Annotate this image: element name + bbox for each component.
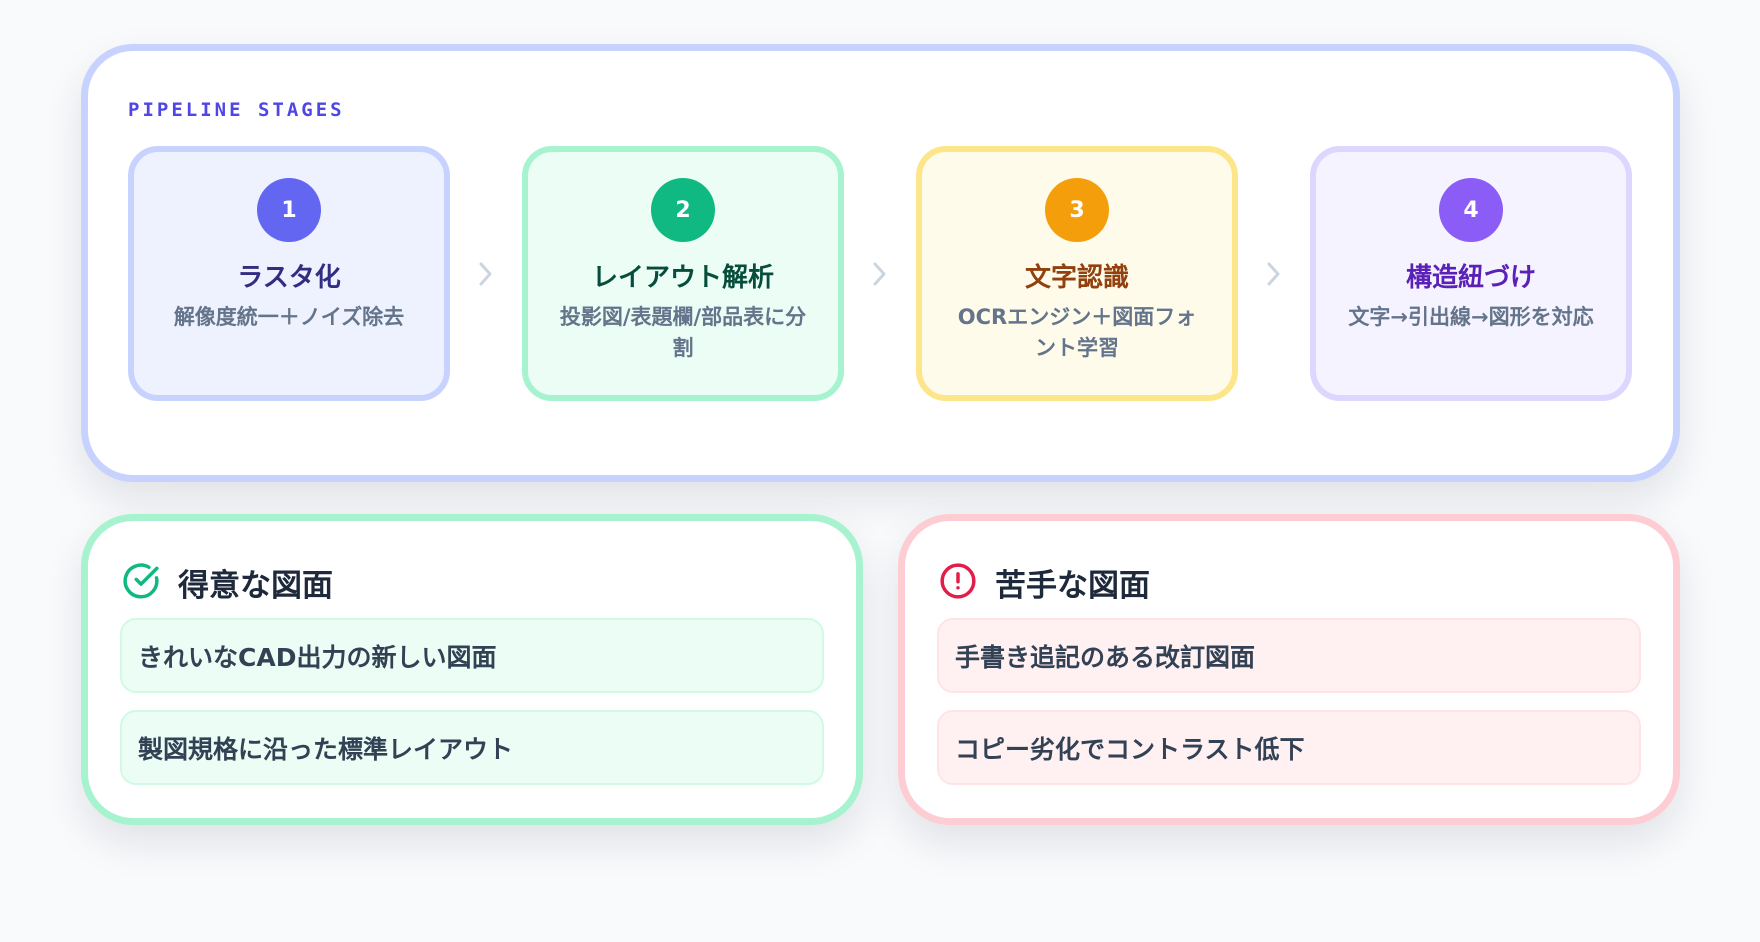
chevron-right-icon bbox=[1238, 146, 1310, 401]
weaknesses-list: 手書き追記のある改訂図面 コピー劣化でコントラスト低下 bbox=[937, 618, 1641, 802]
stage-title: 文字認識 bbox=[1024, 263, 1129, 293]
chevron-right-icon bbox=[844, 146, 916, 401]
strengths-header: 得意な図面 bbox=[122, 560, 333, 605]
pipeline-label: PIPELINE STAGES bbox=[128, 99, 345, 121]
circle-alert-icon bbox=[939, 562, 977, 604]
stage-number-badge: 4 bbox=[1439, 178, 1503, 242]
stage-card-2: 2 レイアウト解析 投影図/表題欄/部品表に分割 bbox=[522, 146, 844, 401]
weaknesses-title: 苦手な図面 bbox=[995, 568, 1150, 604]
stage-title: レイアウト解析 bbox=[591, 263, 774, 293]
pipeline-stages: 1 ラスタ化 解像度統一＋ノイズ除去 2 レイアウト解析 投影図/表題欄/部品表… bbox=[128, 146, 1633, 401]
stage-description: OCRエンジン＋図面フォント学習 bbox=[957, 305, 1197, 360]
weaknesses-panel: 苦手な図面 手書き追記のある改訂図面 コピー劣化でコントラスト低下 bbox=[898, 514, 1680, 825]
stage-title: ラスタ化 bbox=[237, 263, 341, 293]
stage-number-badge: 1 bbox=[257, 178, 321, 242]
stage-description: 投影図/表題欄/部品表に分割 bbox=[559, 305, 807, 360]
weaknesses-header: 苦手な図面 bbox=[939, 560, 1150, 605]
circle-check-icon bbox=[122, 562, 160, 604]
stage-card-3: 3 文字認識 OCRエンジン＋図面フォント学習 bbox=[916, 146, 1238, 401]
stage-card-1: 1 ラスタ化 解像度統一＋ノイズ除去 bbox=[128, 146, 450, 401]
list-item: きれいなCAD出力の新しい図面 bbox=[120, 618, 824, 693]
stage-number-badge: 2 bbox=[651, 178, 715, 242]
strengths-title: 得意な図面 bbox=[178, 568, 333, 604]
list-item: コピー劣化でコントラスト低下 bbox=[937, 710, 1641, 785]
stage-card-4: 4 構造紐づけ 文字→引出線→図形を対応 bbox=[1310, 146, 1632, 401]
stage-description: 解像度統一＋ノイズ除去 bbox=[173, 305, 405, 329]
list-item: 製図規格に沿った標準レイアウト bbox=[120, 710, 824, 785]
stage-title: 構造紐づけ bbox=[1405, 263, 1536, 293]
pipeline-card: PIPELINE STAGES 1 ラスタ化 解像度統一＋ノイズ除去 2 レイア… bbox=[81, 44, 1680, 482]
chevron-right-icon bbox=[450, 146, 522, 401]
stage-number-badge: 3 bbox=[1045, 178, 1109, 242]
strengths-panel: 得意な図面 きれいなCAD出力の新しい図面 製図規格に沿った標準レイアウト bbox=[81, 514, 863, 825]
list-item: 手書き追記のある改訂図面 bbox=[937, 618, 1641, 693]
strengths-list: きれいなCAD出力の新しい図面 製図規格に沿った標準レイアウト bbox=[120, 618, 824, 802]
stage-description: 文字→引出線→図形を対応 bbox=[1348, 305, 1594, 329]
